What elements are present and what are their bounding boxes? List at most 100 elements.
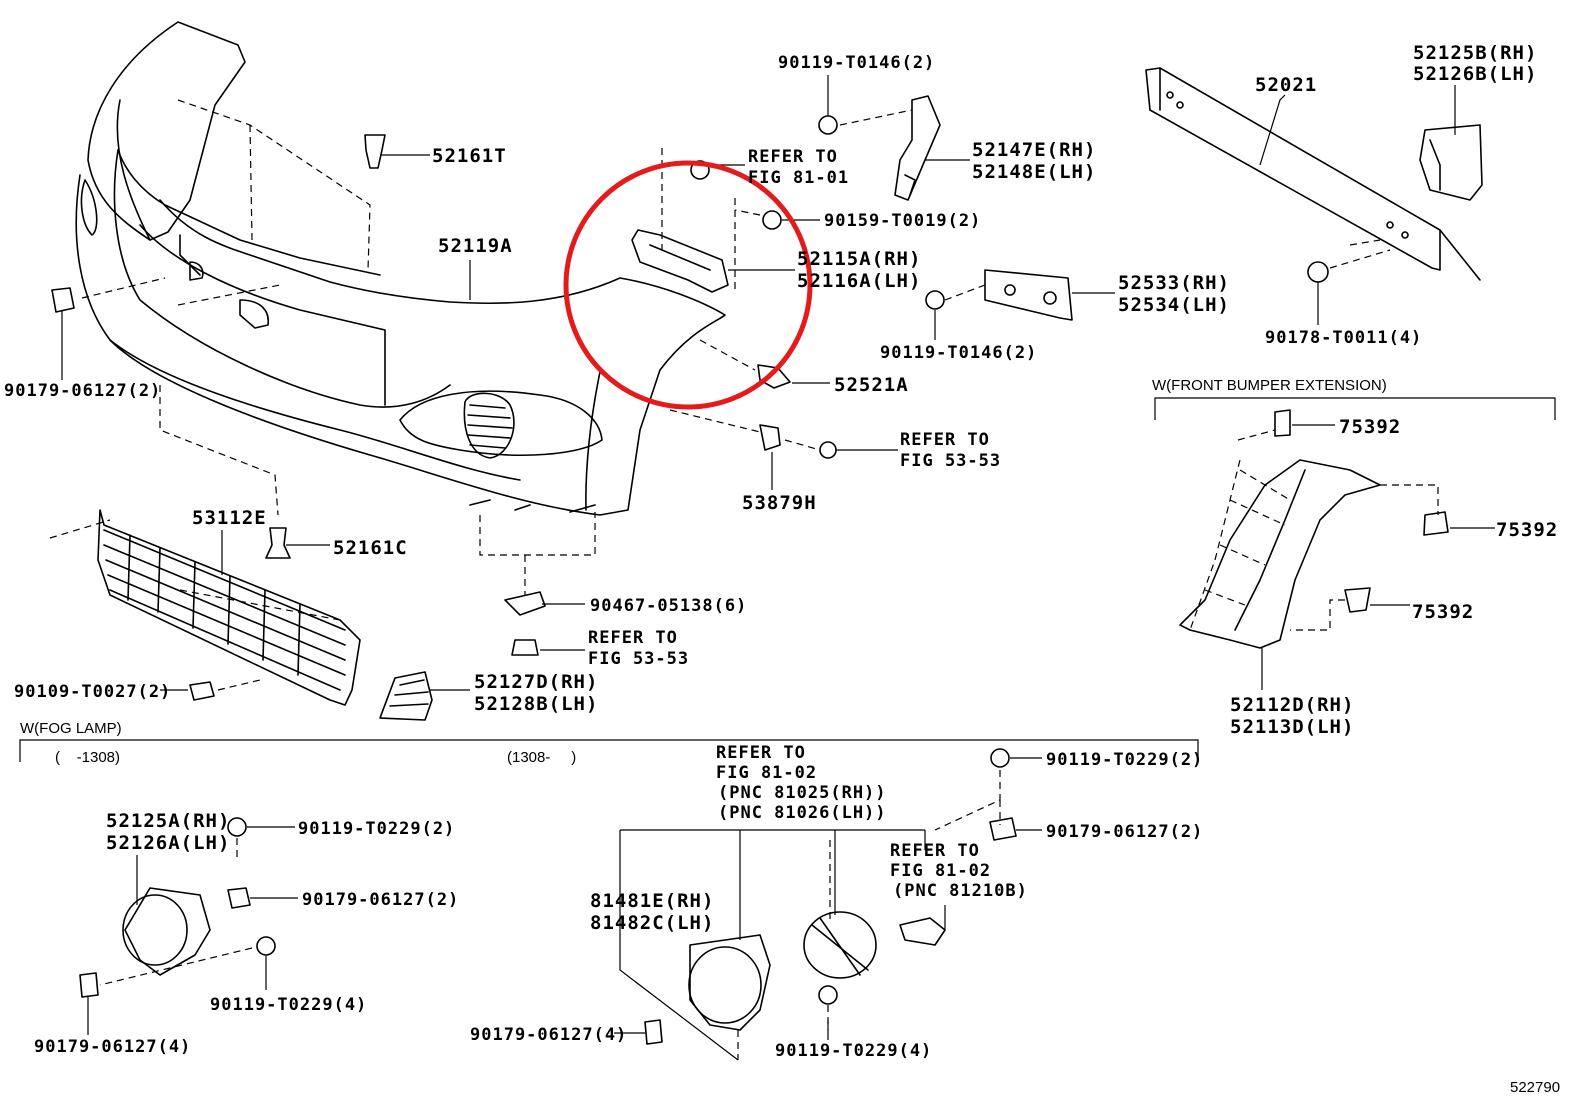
label-pnc-81026: (PNC 81026(LH)) — [718, 803, 887, 823]
label-52533[interactable]: 52533(RH) — [1118, 272, 1230, 294]
label-81481E[interactable]: 81481E(RH) — [590, 890, 714, 912]
label-53879H[interactable]: 53879H — [742, 492, 817, 514]
label-90109[interactable]: 90109-T0027(2) — [14, 682, 171, 702]
bolt-90119f-icon — [818, 985, 838, 1005]
label-90119-T0229-d[interactable]: 90119-T0229(4) — [775, 1041, 932, 1061]
clip-75392c-icon — [1344, 587, 1371, 613]
label-refer-81-02-3: REFER TO — [890, 841, 980, 861]
nut-90179d-icon — [989, 817, 1017, 841]
label-52161C[interactable]: 52161C — [333, 537, 408, 559]
nut-90179-icon — [51, 287, 75, 313]
bracket-52533[interactable] — [984, 269, 1073, 321]
label-52521A[interactable]: 52521A — [834, 374, 909, 396]
label-90119-T0229-b[interactable]: 90119-T0229(2) — [1046, 750, 1203, 770]
label-90119-T0229-c[interactable]: 90119-T0229(4) — [210, 995, 367, 1015]
nut-90178-icon — [1307, 261, 1329, 283]
grille-53112E[interactable] — [97, 509, 361, 706]
label-52119A[interactable]: 52119A — [438, 235, 513, 257]
bolt-90119c-icon — [227, 817, 247, 837]
label-75392-a[interactable]: 75392 — [1339, 416, 1401, 438]
label-90178[interactable]: 90178-T0011(4) — [1265, 328, 1422, 348]
label-90179-06127-b[interactable]: 90179-06127(2) — [302, 890, 459, 910]
label-52115A[interactable]: 52115A(RH) — [797, 248, 921, 270]
label-52534[interactable]: 52534(LH) — [1118, 294, 1230, 316]
fog-lamp-unit[interactable] — [803, 911, 877, 979]
label-pnc-81210B: (PNC 81210B) — [893, 881, 1028, 901]
label-52126A[interactable]: 52126A(LH) — [106, 832, 230, 854]
label-refer-53-right-2[interactable]: FIG 53-53 — [900, 451, 1001, 471]
label-90179-06127-a[interactable]: 90179-06127(2) — [4, 381, 161, 401]
label-52161T[interactable]: 52161T — [432, 145, 507, 167]
label-52113D[interactable]: 52113D(LH) — [1230, 716, 1354, 738]
label-52126B[interactable]: 52126B(LH) — [1413, 63, 1537, 85]
highlight-circle — [563, 160, 813, 410]
nut-90467-icon — [504, 591, 546, 616]
bolt-90159-icon — [762, 210, 782, 230]
label-90119-T0229-a[interactable]: 90119-T0229(2) — [298, 819, 455, 839]
label-extension-section: W(FRONT BUMPER EXTENSION) — [1152, 377, 1387, 394]
label-53112E[interactable]: 53112E — [192, 507, 267, 529]
retainer-52115A[interactable] — [631, 229, 729, 293]
label-fog-lamp-section: W(FOG LAMP) — [20, 720, 122, 737]
bolt-90119-icon — [818, 115, 838, 135]
bumper-extension-52112D[interactable] — [1179, 459, 1381, 649]
bulb-81210B[interactable] — [899, 917, 946, 946]
bolt-90119b-icon — [925, 290, 945, 310]
label-52021[interactable]: 52021 — [1255, 74, 1317, 96]
label-refer-81-02-2[interactable]: FIG 81-02 — [716, 763, 817, 783]
fog-lamp-52125A[interactable] — [122, 887, 211, 976]
label-90179-06127-e[interactable]: 90179-06127(4) — [470, 1025, 627, 1045]
label-refer-81-01-2[interactable]: FIG 81-01 — [748, 168, 849, 188]
label-range-before: ( -1308) — [55, 749, 120, 766]
screw-90109-icon — [189, 681, 215, 701]
bolt-90119d-icon — [256, 936, 276, 956]
label-pnc-81025: (PNC 81025(RH)) — [718, 783, 887, 803]
clip-75392a-icon — [1274, 409, 1291, 437]
label-81482C[interactable]: 81482C(LH) — [590, 912, 714, 934]
label-90119-T0146-a[interactable]: 90119-T0146(2) — [778, 53, 935, 73]
label-52112D[interactable]: 52112D(RH) — [1230, 694, 1354, 716]
label-range-after: (1308- ) — [507, 749, 576, 766]
label-75392-c[interactable]: 75392 — [1412, 601, 1474, 623]
bracket-52125B[interactable] — [1419, 124, 1483, 201]
label-refer-81-01-1: REFER TO — [748, 147, 838, 167]
label-52127D[interactable]: 52127D(RH) — [474, 671, 598, 693]
label-refer-53-right-1: REFER TO — [900, 430, 990, 450]
dashed-guides — [49, 99, 1439, 1060]
bracket-52147E[interactable] — [894, 95, 941, 201]
clip-52161T-icon — [364, 134, 386, 169]
label-75392-b[interactable]: 75392 — [1496, 519, 1558, 541]
screw-53-icon — [819, 441, 837, 459]
label-52116A[interactable]: 52116A(LH) — [797, 270, 921, 292]
fasteners — [51, 115, 1449, 1045]
clip-75392b-icon — [1423, 511, 1449, 536]
label-52147E[interactable]: 52147E(RH) — [972, 139, 1096, 161]
label-refer-53-top-2[interactable]: FIG 53-53 — [588, 649, 689, 669]
label-refer-81-02-4[interactable]: FIG 81-02 — [890, 861, 991, 881]
label-90467[interactable]: 90467-05138(6) — [590, 596, 747, 616]
label-52125B[interactable]: 52125B(RH) — [1413, 42, 1537, 64]
label-90179-06127-c[interactable]: 90179-06127(2) — [1046, 822, 1203, 842]
fog-lamp-bezel-81481E[interactable] — [688, 934, 771, 1031]
label-90119-T0146-b[interactable]: 90119-T0146(2) — [880, 343, 1037, 363]
bolt-90119e-icon — [990, 748, 1010, 768]
nut-90179b-icon — [227, 887, 251, 909]
label-90179-06127-d[interactable]: 90179-06127(4) — [34, 1037, 191, 1057]
fog-garnish-52127D[interactable] — [379, 671, 433, 721]
reinforcement-52021[interactable] — [1145, 67, 1481, 281]
label-90159[interactable]: 90159-T0019(2) — [824, 211, 981, 231]
labels: 52161T 52119A 90179-06127(2) 53112E 5216… — [4, 42, 1560, 1096]
label-refer-53-top-1: REFER TO — [588, 628, 678, 648]
section-frames — [19, 397, 1556, 762]
figure-id: 522790 — [1510, 1079, 1560, 1096]
bumper-cover-52119A[interactable] — [75, 21, 726, 516]
label-52125A[interactable]: 52125A(RH) — [106, 810, 230, 832]
nut-90179c-icon — [79, 972, 99, 998]
screw-icon — [511, 639, 539, 656]
clip-52161C-icon — [265, 527, 291, 559]
label-refer-81-02-1: REFER TO — [716, 743, 806, 763]
nut-90179e-icon — [644, 1019, 663, 1045]
label-52128B[interactable]: 52128B(LH) — [474, 693, 598, 715]
label-52148E[interactable]: 52148E(LH) — [972, 161, 1096, 183]
